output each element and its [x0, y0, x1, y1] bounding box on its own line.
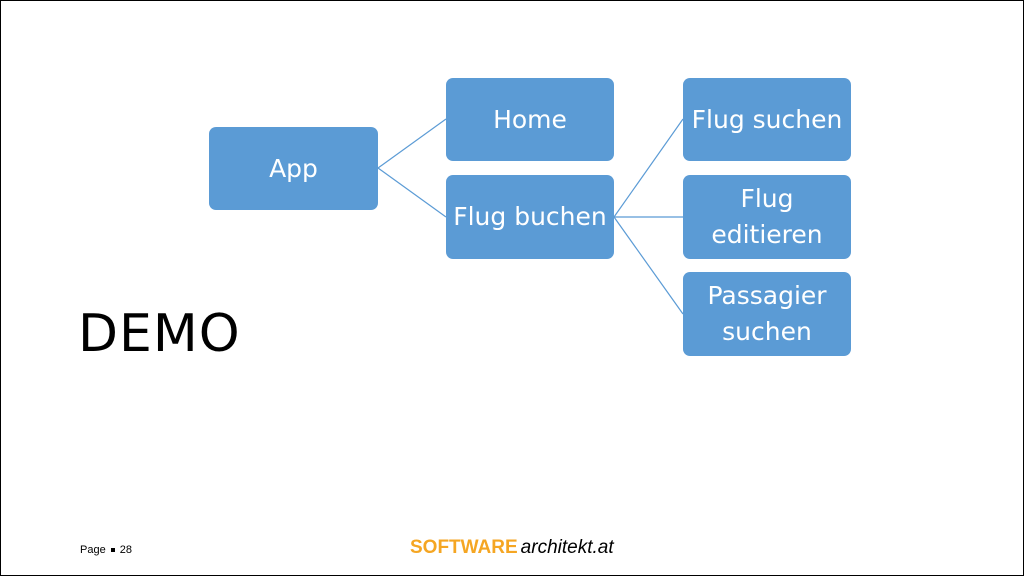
connector-app-flug-buchen [377, 167, 447, 218]
node-app-label: App [269, 153, 318, 183]
brand-logo-domain: architekt.at [520, 537, 614, 558]
slide-title: DEMO [78, 304, 241, 364]
node-flug-editieren-label: Flug editieren [711, 184, 823, 249]
node-flug-editieren: Flug editieren [683, 175, 851, 259]
connector-app-home [377, 118, 447, 169]
connector-flug-buchen-flug-suchen [613, 118, 684, 218]
page-number: 28 [119, 544, 132, 556]
brand-logo-software: SOFTWARE [410, 537, 518, 558]
bullet-separator-icon [110, 548, 115, 553]
node-passagier-suchen-label: Passagier suchen [707, 281, 827, 346]
node-home-label: Home [493, 104, 567, 134]
node-flug-buchen-label: Flug buchen [453, 202, 607, 231]
node-passagier-suchen: Passagier suchen [683, 272, 851, 356]
connector-flug-buchen-passagier-suchen [613, 216, 684, 315]
node-flug-suchen: Flug suchen [683, 78, 851, 161]
node-app: App [209, 127, 378, 210]
node-home: Home [446, 78, 614, 161]
page-indicator: Page 28 [80, 544, 132, 556]
node-flug-suchen-label: Flug suchen [691, 104, 843, 134]
node-flug-buchen: Flug buchen [446, 175, 614, 259]
page-label: Page [80, 544, 106, 556]
